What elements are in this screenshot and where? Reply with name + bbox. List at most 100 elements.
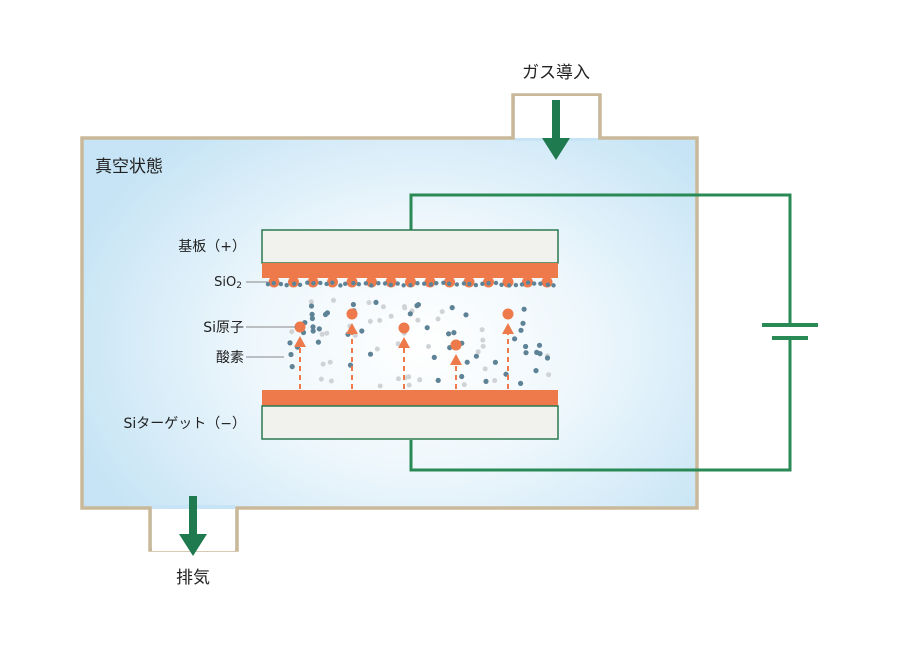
oxygen-particle xyxy=(449,305,455,311)
sio2-oxygen-dot xyxy=(338,283,343,288)
gas-particle xyxy=(479,327,485,333)
sio2-oxygen-dot xyxy=(480,281,485,287)
si-atom-trail xyxy=(398,322,410,389)
si-atom xyxy=(294,321,306,333)
sio2-oxygen-dot xyxy=(531,281,537,286)
gas-particle xyxy=(367,318,373,324)
oxygen-particle xyxy=(309,315,315,322)
gas-particle xyxy=(435,316,441,322)
sio2-oxygen-dot xyxy=(401,283,406,288)
oxygen-particle xyxy=(483,378,489,384)
sio2-oxygen-dot xyxy=(343,281,348,287)
si-atom xyxy=(346,308,358,320)
sio2-oxygen-dot xyxy=(519,282,525,287)
sio2-oxygen-dot xyxy=(454,282,460,287)
sio2-oxygen-dot xyxy=(305,280,310,285)
sio2-oxygen-dot xyxy=(363,281,369,286)
sio2-oxygen-dot xyxy=(461,281,467,286)
si-atom-label: Si原子 xyxy=(203,320,244,336)
circuit xyxy=(409,193,792,472)
gas-inlet-label: ガス導入 xyxy=(522,63,590,83)
oxygen-particle xyxy=(308,303,315,309)
oxygen-particle xyxy=(316,326,322,332)
oxygen-particle xyxy=(464,359,470,365)
sio2-oxygen-dot xyxy=(499,282,504,287)
gas-particle xyxy=(374,346,380,352)
oxygen-particle xyxy=(373,299,379,305)
oxygen-particle xyxy=(431,354,437,360)
oxygen-particle xyxy=(473,353,479,359)
oxygen-particle xyxy=(544,355,551,361)
sio2-oxygen-dot xyxy=(507,283,512,288)
sio2-label-sub: 2 xyxy=(236,281,242,291)
sio2-si-bead xyxy=(366,276,377,288)
chamber-body xyxy=(80,93,699,552)
sio2-oxygen-dot xyxy=(291,281,297,286)
oxygen-particle xyxy=(511,336,518,342)
oxygen-particle xyxy=(435,377,441,383)
oxygen-particle xyxy=(350,301,356,308)
sio2-oxygen-dot xyxy=(311,281,316,286)
leader-lines xyxy=(246,281,296,358)
sio2-oxygen-dot xyxy=(486,281,491,286)
oxygen-particle xyxy=(310,324,316,330)
si-atom-trail xyxy=(294,321,306,389)
oxygen-particle xyxy=(367,351,374,357)
oxygen-particle xyxy=(492,359,498,365)
oxygen-particle xyxy=(518,380,524,386)
oxygen-particle xyxy=(324,310,330,316)
oxygen-label: 酸素 xyxy=(216,350,244,366)
sio2-oxygen-dot xyxy=(376,280,381,286)
sio2-label: SiO2 xyxy=(214,275,242,291)
gas-particle xyxy=(395,341,401,347)
si-atoms xyxy=(294,308,514,389)
wire-bottom xyxy=(409,338,792,472)
sio2-oxygen-dot xyxy=(545,282,551,287)
substrate-plate xyxy=(261,229,559,264)
oxygen-particle xyxy=(309,311,315,317)
substrate-label: 基板（+） xyxy=(178,238,246,255)
target-plate xyxy=(261,405,559,440)
oxygen-particle xyxy=(463,312,469,318)
oxygen-particle xyxy=(424,325,430,331)
si-atom-trail xyxy=(346,308,358,389)
gas-particle xyxy=(327,359,333,365)
sio2-oxygen-dot xyxy=(467,281,472,287)
gas-particle xyxy=(377,383,383,389)
oxygen-particle xyxy=(359,328,365,334)
gas-particle xyxy=(475,349,481,355)
gas-particle xyxy=(388,313,394,319)
si-atom xyxy=(398,322,410,334)
sio2-si-bead xyxy=(385,276,397,288)
oxygen-particle xyxy=(521,306,527,312)
gas-particle xyxy=(318,376,324,382)
sio2-oxygen-dot xyxy=(297,282,303,288)
sio2-oxygen-dot xyxy=(428,282,434,287)
sio2-oxygen-dot xyxy=(388,282,394,288)
sio2-oxygen-dot xyxy=(513,282,519,288)
battery-icon xyxy=(762,323,818,340)
gas-particle xyxy=(546,372,552,378)
gas-particle xyxy=(461,382,467,388)
gas-particle xyxy=(352,332,358,338)
sio2-oxygen-dot xyxy=(382,281,388,286)
oxygen-particle xyxy=(446,331,452,337)
gas-particle xyxy=(320,361,326,367)
si-atom xyxy=(450,339,462,351)
oxygen-particle xyxy=(536,342,543,348)
sio2-oxygen-dot xyxy=(551,283,556,288)
gas-particle xyxy=(406,382,412,388)
gas-particle xyxy=(417,377,423,383)
gas-particle xyxy=(482,366,488,372)
sio2-oxygen-dot xyxy=(271,281,276,286)
sio2-oxygen-dot xyxy=(356,281,362,287)
si-atom-trail xyxy=(450,339,462,389)
gas-particle xyxy=(402,304,407,310)
sio2-oxygen-dot xyxy=(395,281,400,286)
gas-particle xyxy=(396,376,401,382)
sio2-oxygen-dot xyxy=(441,280,446,285)
target-layer xyxy=(262,390,558,406)
sio2-oxygen-dot xyxy=(369,283,374,288)
sio2-oxygen-dot xyxy=(408,282,413,288)
